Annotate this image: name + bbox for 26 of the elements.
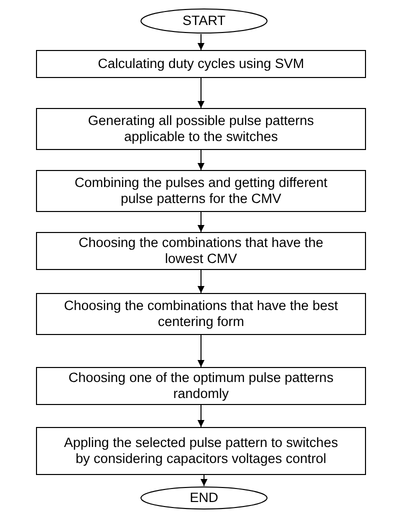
arrow: [198, 334, 204, 368]
step-text: Combining the pulses and getting different pulse patterns for the CMV: [74, 175, 328, 207]
terminal-ellipse: [140, 486, 268, 510]
process-box: [36, 232, 366, 270]
step-text: Choosing the combinations that have the best centering form: [63, 298, 339, 330]
step-text: Appling the selected pulse pattern to switches by considering capacitors voltages control: [63, 435, 339, 467]
arrow: [198, 270, 204, 294]
arrow: [198, 150, 204, 170]
arrow: [198, 212, 204, 232]
arrow: [198, 404, 204, 428]
arrow: [198, 34, 204, 50]
process-box: [36, 427, 366, 475]
step-text: Generating all possible pulse patterns applicable to the switches: [87, 113, 315, 145]
process-box: [36, 50, 366, 78]
step-text: Calculating duty cycles using SVM: [98, 56, 304, 72]
process-box: [36, 108, 366, 150]
step-text: START: [182, 13, 226, 29]
step-text: Choosing the combinations that have the lowest CMV: [78, 235, 324, 267]
step-text: Choosing one of the optimum pulse patterns randomly: [68, 370, 334, 402]
terminal-ellipse: [140, 8, 268, 34]
process-box: [36, 367, 366, 405]
arrow: [200, 474, 208, 486]
step-text: END: [190, 490, 218, 506]
process-box: [36, 293, 366, 335]
process-box: [36, 170, 366, 212]
arrow: [198, 78, 204, 108]
